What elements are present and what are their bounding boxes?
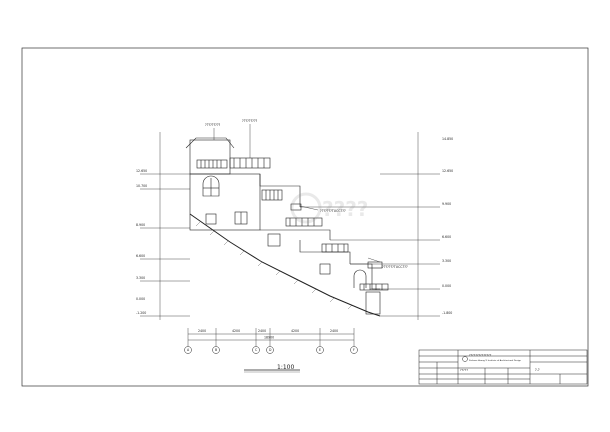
dimension-label: 2400: [330, 329, 338, 333]
left-level-label: 6.600: [136, 254, 145, 258]
left-level-label: -1.200: [136, 311, 146, 315]
watermark: ????: [290, 192, 368, 224]
left-level-lines: [140, 173, 190, 317]
ground-hatch: [195, 221, 353, 310]
watermark-text: ????: [322, 197, 368, 221]
left-level-labels: 12.650 10.700 8.900 6.600 3.300 0.000 -1…: [136, 169, 147, 315]
right-level-label: 3.300: [442, 259, 451, 263]
dimension-label: 2400: [258, 329, 266, 333]
dimension-label: 4200: [232, 329, 240, 333]
project-label: ?????: [460, 368, 468, 372]
sheet-label: ?-?: [535, 368, 540, 372]
window-4: [267, 233, 281, 247]
arched-door: [353, 269, 367, 288]
window-5: [319, 263, 331, 275]
title-block: [418, 349, 588, 385]
ground-slope: [189, 213, 381, 317]
terrace-2: [260, 229, 331, 240]
left-level-label: 3.300: [136, 276, 145, 280]
left-level-label: 8.900: [136, 223, 145, 227]
section-title: 1:100: [244, 364, 300, 373]
right-level-labels: 14.850 12.650 9.900 6.600 3.300 0.000 -1…: [442, 137, 453, 315]
right-level-label: 9.900: [442, 202, 451, 206]
roof-tower: [189, 139, 231, 175]
axis-bubble-labels: A B C D E F: [187, 348, 355, 352]
company-name: ??????????????: [469, 353, 492, 357]
arched-window: [202, 175, 220, 197]
roof-parapet: [185, 137, 235, 149]
elevation-drawing: [140, 124, 440, 346]
left-level-label: 10.700: [136, 184, 147, 188]
dimension-label: 2400: [198, 329, 206, 333]
right-level-label: 0.000: [442, 284, 451, 288]
dimension-label: 4200: [291, 329, 299, 333]
axis-bubble-label: B: [215, 348, 217, 352]
note-top-left: ?????????: [205, 123, 221, 127]
axis-bubble-label: D: [269, 348, 272, 352]
axis-bubble-label: E: [319, 348, 321, 352]
company-name-en: Sichuan Huang Yi Institute of Architectu…: [469, 359, 522, 362]
scale-label: 1:100: [277, 364, 294, 371]
right-level-label: -1.800: [442, 311, 452, 315]
right-level-label: 6.600: [442, 235, 451, 239]
dimension-labels: 2400 4200 2400 4200 2400 18900: [198, 329, 338, 340]
axis-bubble-label: A: [187, 348, 190, 352]
note-level-2: ???????TUCC???: [382, 265, 408, 269]
axis-bubble-label: F: [353, 348, 355, 352]
upper-mass: [189, 173, 261, 231]
top-balustrade: [196, 159, 228, 169]
foundation: [365, 291, 381, 315]
terrace-1: [259, 174, 301, 207]
axis-bubbles: [184, 346, 358, 354]
note-top-right: ?????????: [242, 119, 258, 123]
right-level-label: 14.850: [442, 137, 453, 141]
left-level-label: 0.000: [136, 297, 145, 301]
note-level-1: ???????TUCC???: [320, 209, 346, 213]
dimension-label: 18900: [264, 336, 274, 340]
window-3: [205, 213, 217, 225]
right-level-lines: [300, 173, 440, 317]
right-level-label: 12.650: [442, 169, 453, 173]
sheet-border: [21, 47, 589, 387]
left-level-label: 12.650: [136, 169, 147, 173]
axis-bubble-label: C: [255, 348, 258, 352]
